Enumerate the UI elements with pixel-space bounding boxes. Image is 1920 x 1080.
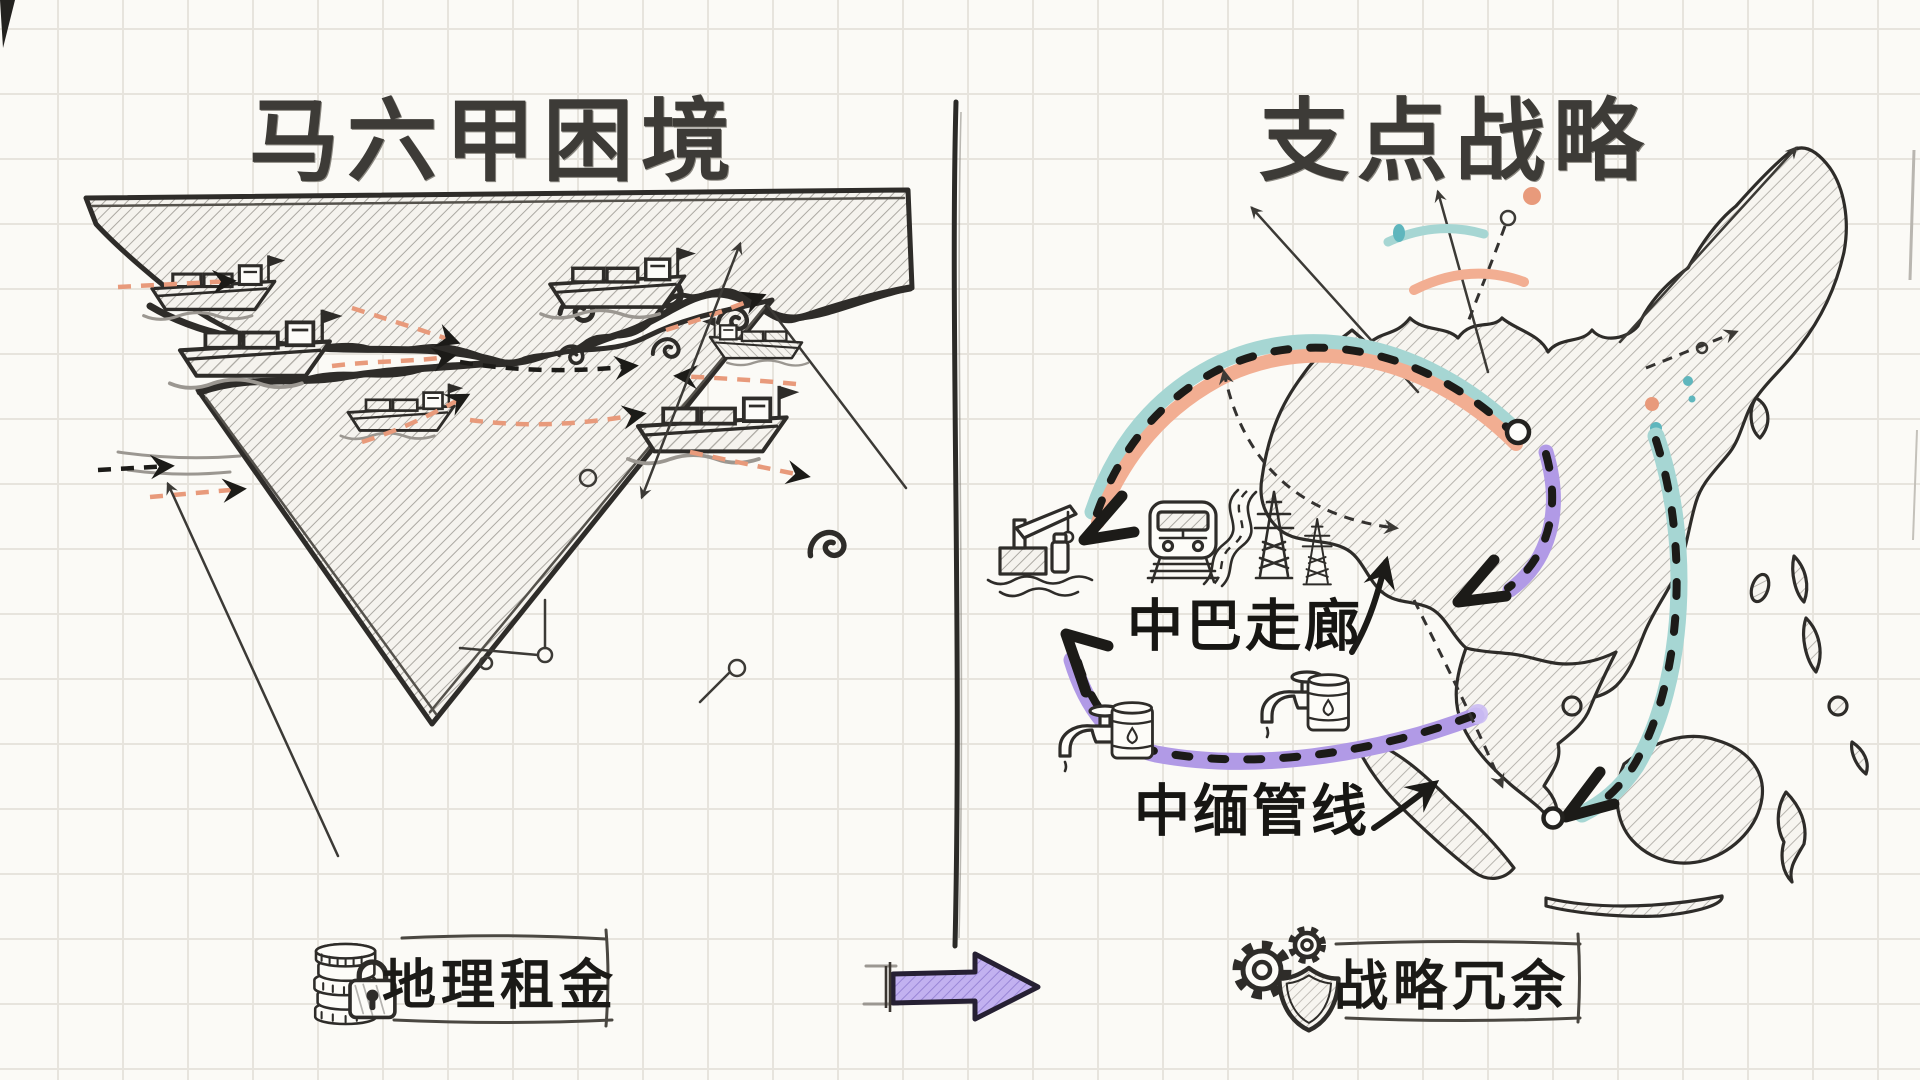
oil-barrel-icon-2 (1306, 673, 1350, 732)
label-cpec: 中巴走廊 (1127, 594, 1363, 660)
decor-dots (1383, 187, 1696, 434)
radiating-arrows (1250, 146, 1798, 394)
right-title: 支点战略 (1259, 89, 1651, 194)
padlock-icon (348, 959, 397, 1020)
left-title: 马六甲困境 (249, 89, 739, 194)
transition-arrow (862, 951, 1041, 1022)
winding-road-icon (1202, 488, 1258, 588)
train-icon (1146, 500, 1220, 584)
label-pointer-arrows (1349, 555, 1440, 831)
route-myanmar-upper-band (1452, 444, 1561, 608)
panel-divider (951, 99, 963, 949)
port-crane-icon (986, 504, 1094, 598)
route-east-sea-band (1560, 427, 1688, 823)
dimension-annotations (166, 241, 747, 858)
node-malacca (1541, 806, 1565, 830)
right-caption: 战略冗余 (1334, 954, 1570, 1018)
node-kunming (1504, 418, 1532, 446)
paper-smudges (0, 0, 1918, 541)
label-myanmar: 中缅管线 (1134, 779, 1370, 845)
caption-box-left (392, 928, 614, 1028)
left-caption: 地理租金 (382, 953, 618, 1017)
connector-dashes (1219, 369, 1505, 789)
caption-box-right (1334, 932, 1582, 1024)
gears-icon (1232, 926, 1326, 1000)
oil-barrel-icon (1110, 701, 1154, 760)
shield-icon (1277, 965, 1341, 1033)
